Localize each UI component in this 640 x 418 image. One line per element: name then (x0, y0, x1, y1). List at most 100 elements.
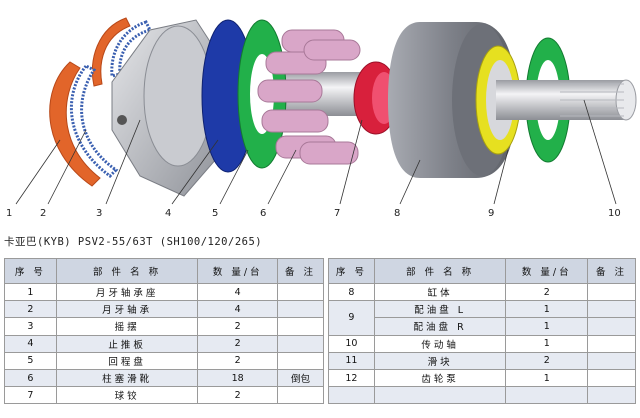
cell-qty: 2 (197, 334, 279, 353)
callout-5: 5 (212, 208, 218, 219)
cell-qty: 1 (505, 317, 589, 336)
cell-note: 倒包 (277, 368, 324, 388)
table-row: 11 滑块 2 (328, 351, 636, 370)
header-name: 部 件 名 称 (373, 258, 507, 284)
cell-name: 球铰 (55, 386, 199, 405)
cell-qty: 1 (505, 368, 589, 388)
table-row: 12 齿轮泵 1 (328, 368, 636, 388)
header-note: 备 注 (587, 258, 636, 284)
cell-name (373, 386, 507, 405)
parts-table-left: 序 号 部 件 名 称 数 量/台 备 注 1 月牙轴承座 4 2 月牙轴承 4… (4, 258, 324, 405)
parts-table-right: 序 号 部 件 名 称 数 量/台 备 注 8 缸体 2 9 配油盘 L 1 配… (328, 258, 636, 405)
cell-name: 月牙轴承座 (55, 282, 199, 302)
drive-shaft-drawing (496, 79, 637, 121)
needle-bearing-drawing (69, 20, 153, 178)
cell-name: 月牙轴承 (55, 300, 199, 319)
exploded-pump-diagram: 1 2 3 4 5 6 7 8 9 10 (6, 17, 637, 219)
table-row: 2 月牙轴承 4 (4, 300, 324, 319)
crescent-seat-drawing (49, 17, 131, 187)
cell-note (587, 282, 636, 302)
callout-1: 1 (6, 208, 12, 219)
callout-3: 3 (96, 208, 102, 219)
cell-seq: 1 (4, 282, 57, 302)
table-header-row: 序 号 部 件 名 称 数 量/台 备 注 (4, 258, 324, 284)
cell-qty: 4 (197, 282, 279, 302)
table-row: 3 摇摆 2 (4, 317, 324, 336)
cell-name: 回程盘 (55, 351, 199, 370)
cell-qty: 2 (197, 317, 279, 336)
cell-seq: 3 (4, 317, 57, 336)
cell-seq: 9 (328, 300, 375, 336)
swash-plate-drawing (111, 19, 225, 197)
cell-seq: 12 (328, 368, 375, 388)
table-row: 9 配油盘 L 1 (328, 300, 636, 336)
table-row: 4 止推板 2 (4, 334, 324, 353)
cell-seq: 4 (4, 334, 57, 353)
cell-note (277, 282, 324, 302)
cell-name: 柱塞滑靴 (55, 368, 199, 388)
cell-note (277, 334, 324, 353)
cell-name: 配油盘 L (373, 300, 507, 319)
cell-name: 齿轮泵 (373, 368, 507, 388)
cell-note (277, 317, 324, 336)
callout-2: 2 (40, 208, 46, 219)
cell-seq: 10 (328, 334, 375, 353)
cell-seq: 8 (328, 282, 375, 302)
cell-qty: 1 (505, 300, 589, 319)
cell-qty: 2 (197, 386, 279, 405)
cell-qty: 2 (505, 351, 589, 370)
leader-lines (15, 99, 617, 205)
model-title: 卡亚巴(KYB) PSV2-55/63T (SH100/120/265) (4, 236, 263, 248)
cell-qty: 2 (197, 351, 279, 370)
callout-8: 8 (394, 208, 400, 219)
table-header-row: 序 号 部 件 名 称 数 量/台 备 注 (328, 258, 636, 284)
cell-note (587, 317, 636, 336)
cell-note (277, 300, 324, 319)
table-row: 10 传动轴 1 (328, 334, 636, 353)
cell-name: 配油盘 R (373, 317, 507, 336)
table-row: 6 柱塞滑靴 18 倒包 (4, 368, 324, 388)
cell-seq: 7 (4, 386, 57, 405)
header-seq: 序 号 (4, 258, 57, 284)
table-row: 7 球铰 2 (4, 386, 324, 405)
table-row: 配油盘 R 1 (329, 317, 636, 336)
table-row: 5 回程盘 2 (4, 351, 324, 370)
cell-qty: 2 (505, 282, 589, 302)
cell-seq: 2 (4, 300, 57, 319)
cell-name: 止推板 (55, 334, 199, 353)
cell-note (587, 351, 636, 370)
header-note: 备 注 (277, 258, 324, 284)
cell-qty: 1 (505, 334, 589, 353)
table-row-empty (328, 386, 636, 405)
cell-name: 滑块 (373, 351, 507, 370)
header-name: 部 件 名 称 (55, 258, 199, 284)
callout-9: 9 (488, 208, 494, 219)
cell-note (587, 300, 636, 319)
table-row: 1 月牙轴承座 4 (4, 282, 324, 302)
cell-name: 传动轴 (373, 334, 507, 353)
cell-name: 摇摆 (55, 317, 199, 336)
header-qty: 数 量/台 (505, 258, 589, 284)
header-seq: 序 号 (328, 258, 375, 284)
callout-6: 6 (260, 208, 266, 219)
cell-note (587, 386, 636, 405)
header-qty: 数 量/台 (197, 258, 279, 284)
piston-shoe-drawing (257, 29, 361, 165)
cell-seq (328, 386, 375, 405)
callout-7: 7 (334, 208, 340, 219)
footer-strip (0, 408, 640, 418)
cell-name: 缸体 (373, 282, 507, 302)
callout-4: 4 (165, 208, 171, 219)
table-row: 8 缸体 2 (328, 282, 636, 302)
callout-10: 10 (608, 208, 621, 219)
cell-qty: 4 (197, 300, 279, 319)
cell-note (587, 368, 636, 388)
cell-qty: 18 (197, 368, 279, 388)
cell-note (277, 351, 324, 370)
cell-note (277, 386, 324, 405)
cell-qty (505, 386, 589, 405)
cell-seq: 5 (4, 351, 57, 370)
cell-seq: 11 (328, 351, 375, 370)
cell-seq: 6 (4, 368, 57, 388)
cell-note (587, 334, 636, 353)
